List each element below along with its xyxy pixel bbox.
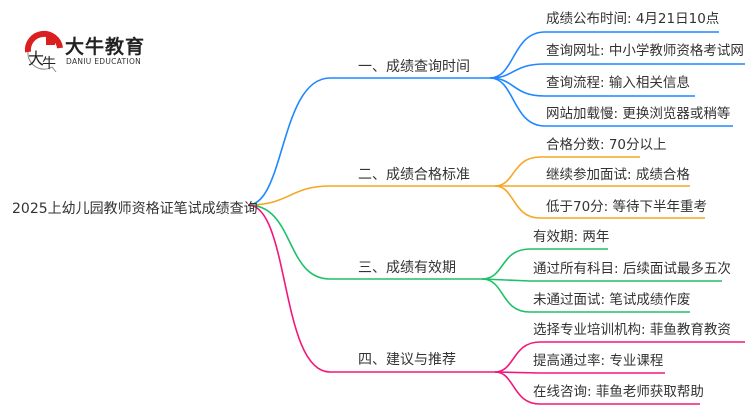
logo: 大 牛 大牛教育 DANIU EDUCATION <box>22 30 182 73</box>
leaf-node: 查询流程: 输入相关信息 <box>546 75 690 91</box>
leaf-line <box>481 278 690 313</box>
root-node: 2025上幼儿园教师资格证笔试成绩查询 <box>12 201 258 217</box>
leaf-node: 有效期: 两年 <box>533 229 610 245</box>
leaf-line <box>494 185 705 219</box>
logo-mark-icon: 大 牛 <box>24 30 63 73</box>
leaf-node: 继续参加面试: 成绩合格 <box>546 167 690 183</box>
leaf-node: 提高通过率: 专业课程 <box>533 353 664 369</box>
leaf-node: 网站加载慢: 更换浏览器或稍等 <box>546 106 731 122</box>
leaf-line <box>489 77 695 97</box>
leaf-line <box>494 156 640 187</box>
svg-text:大: 大 <box>28 49 44 68</box>
leaf-line <box>481 248 608 280</box>
leaf-node: 查询网址: 中小学教师资格考试网 <box>546 43 744 59</box>
leaf-line <box>494 371 700 405</box>
branch-node-1: 一、成绩查询时间 <box>358 59 470 75</box>
leaf-line <box>489 77 733 127</box>
logo-name: 大牛教育 <box>65 36 146 58</box>
svg-text:牛: 牛 <box>42 56 56 72</box>
leaf-node: 成绩公布时间: 4月21日10点 <box>546 11 720 27</box>
leaf-node: 通过所有科目: 后续面试最多五次 <box>533 261 731 277</box>
branch-node-4: 四、建议与推荐 <box>358 352 456 368</box>
branch-node-2: 二、成绩合格标准 <box>358 167 470 183</box>
leaf-line <box>481 278 722 282</box>
leaf-line <box>489 63 745 79</box>
leaf-node: 在线咨询: 菲鱼老师获取帮助 <box>533 384 704 400</box>
leaf-line <box>494 341 745 373</box>
leaf-node: 未通过面试: 笔试成绩作废 <box>533 292 691 308</box>
leaf-node: 低于70分: 等待下半年重考 <box>546 199 708 215</box>
logo-subtitle: DANIU EDUCATION <box>66 57 142 66</box>
branch-node-3: 三、成绩有效期 <box>358 260 456 276</box>
branch-line-4 <box>247 204 495 373</box>
leaf-node: 选择专业培训机构: 菲鱼教育教资 <box>533 322 731 338</box>
leaf-node: 合格分数: 70分以上 <box>546 137 667 153</box>
leaf-line <box>489 31 719 79</box>
branch-line-3 <box>247 204 482 280</box>
branch-line-2 <box>247 185 495 206</box>
branch-line-1 <box>247 77 490 206</box>
leaf-line <box>494 371 665 374</box>
